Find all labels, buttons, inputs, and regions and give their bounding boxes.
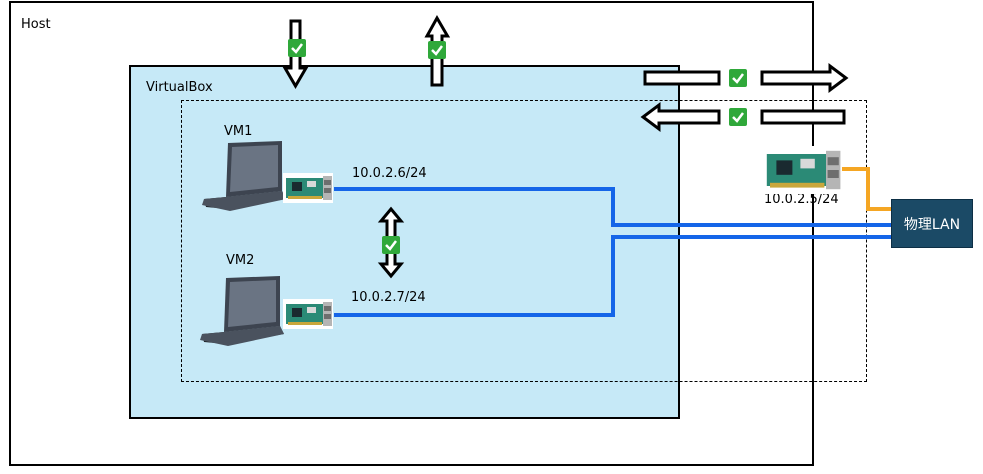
check-icon bbox=[727, 106, 749, 128]
check-icon bbox=[426, 39, 448, 61]
inbound-left-arrow-icon bbox=[640, 102, 846, 132]
nat-nic-card-icon bbox=[762, 146, 842, 194]
vm2-label: VM2 bbox=[226, 253, 255, 268]
vm1-ip-label: 10.0.2.6/24 bbox=[352, 166, 427, 181]
check-icon bbox=[727, 67, 749, 89]
virtualbox-label: VirtualBox bbox=[146, 80, 213, 95]
vm2-nic-card-icon bbox=[283, 299, 333, 329]
vm2-link-line bbox=[334, 235, 891, 317]
vm2-laptop-icon bbox=[200, 276, 284, 346]
check-icon bbox=[286, 37, 308, 59]
vm1-label: VM1 bbox=[224, 124, 253, 139]
vm1-nic-card-icon bbox=[283, 173, 333, 203]
vm2-ip-label: 10.0.2.7/24 bbox=[351, 290, 426, 305]
nat-nic-ip-label: 10.0.2.5/24 bbox=[764, 192, 839, 207]
physical-lan-label: 物理LAN bbox=[903, 216, 961, 233]
vm1-link-line bbox=[334, 187, 891, 227]
physical-lan-box: 物理LAN bbox=[891, 199, 973, 248]
check-icon bbox=[380, 234, 402, 256]
host-label: Host bbox=[21, 17, 51, 32]
vm1-laptop-icon bbox=[202, 141, 286, 211]
outbound-right-arrow-icon bbox=[643, 63, 849, 93]
nat-network-boundary bbox=[181, 100, 867, 382]
virtualbox-box bbox=[129, 65, 680, 419]
nic-uplink-line bbox=[842, 167, 891, 211]
